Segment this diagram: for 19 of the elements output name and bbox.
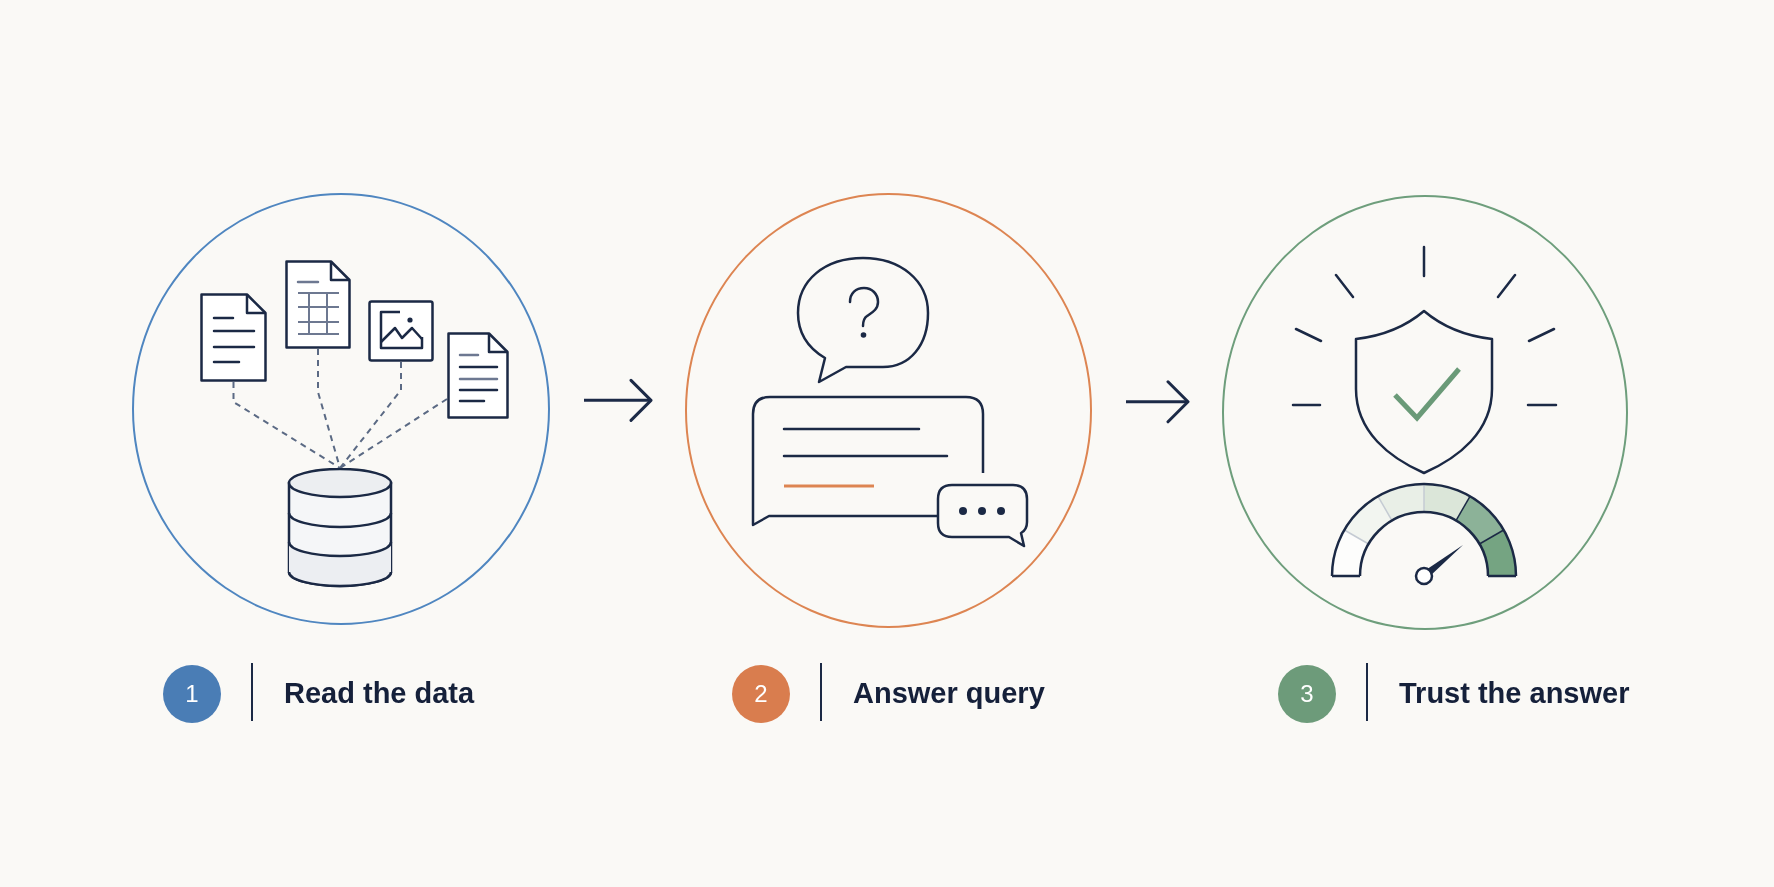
dashed-connector (232, 381, 341, 469)
document-icon (200, 293, 267, 382)
step-label: Read the data (284, 676, 475, 711)
step-label: Trust the answer (1399, 676, 1630, 711)
step-number-badge: 1 (163, 665, 221, 723)
image-file-icon (368, 300, 434, 362)
dashed-connector (339, 361, 402, 469)
document-icon (447, 332, 509, 419)
spreadsheet-icon (285, 260, 351, 349)
arrow (1126, 380, 1190, 424)
step-circle (1222, 195, 1628, 630)
database-icon (287, 468, 393, 588)
step-circle (132, 193, 550, 625)
step-label: Answer query (853, 676, 1045, 711)
step-number-badge: 3 (1278, 665, 1336, 723)
arrow (584, 378, 653, 422)
dashed-connector (339, 398, 448, 469)
step-circle (685, 193, 1092, 628)
step-number-badge: 2 (732, 665, 790, 723)
